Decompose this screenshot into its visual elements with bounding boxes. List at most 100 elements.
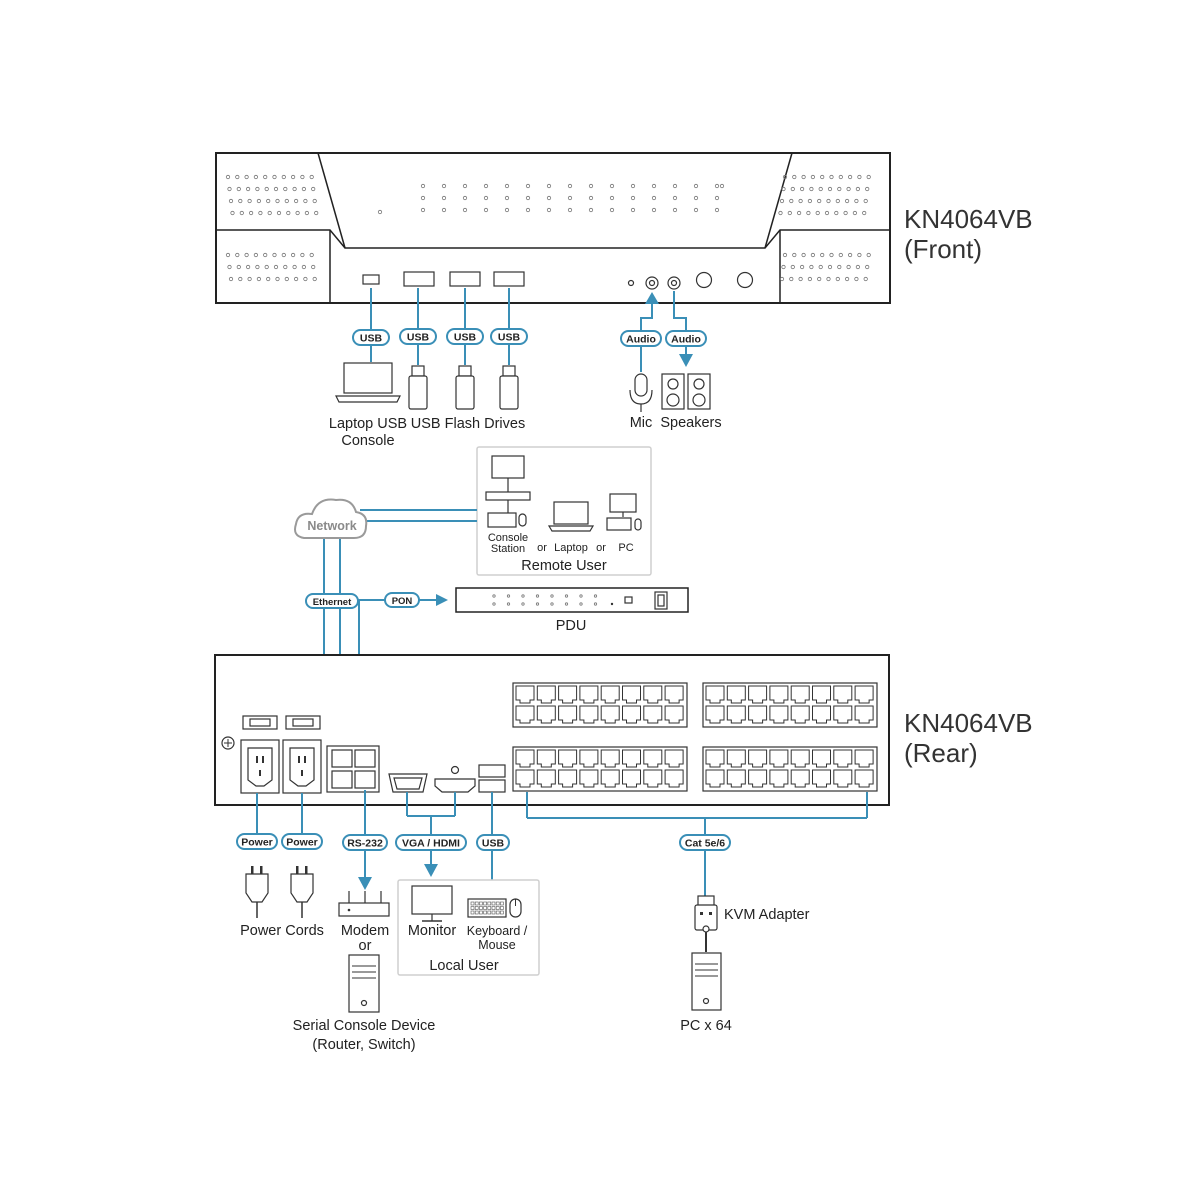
rs232-tag: RS-232 [342, 834, 388, 851]
usb-flash-drive-icon [408, 365, 428, 410]
hdmi-port-icon [434, 778, 476, 793]
local-user-label: Local User [429, 958, 498, 974]
remote-user-label: Remote User [521, 558, 607, 574]
front-model-label: KN4064VB [904, 204, 1033, 234]
console-station-label: Console [488, 532, 528, 544]
keyboard-mouse-label: Keyboard / [467, 924, 528, 938]
button-icon [736, 271, 754, 289]
modem-icon [338, 891, 390, 917]
pdu-device [455, 587, 689, 613]
rj45-port-banks [512, 682, 878, 792]
svg-text:PON: PON [392, 596, 413, 607]
keyboard-mouse-label-2: Mouse [478, 938, 516, 952]
front-panel [215, 152, 891, 304]
led-icon [627, 279, 635, 287]
svg-text:USB: USB [407, 332, 430, 344]
power-cord-plug-icon [245, 866, 269, 918]
monitor-label: Monitor [408, 923, 457, 939]
pc-tower-icon [691, 952, 722, 1011]
keyboard-icon [487, 512, 517, 528]
rear-panel [214, 654, 890, 806]
modem-or-label: or [359, 938, 372, 954]
svg-text:Ethernet: Ethernet [313, 597, 352, 608]
mic-label: Mic [630, 415, 653, 431]
hdmi-logo-icon [450, 765, 460, 775]
mouse-icon [634, 518, 642, 531]
usb-tag: USB [399, 328, 437, 345]
svg-text:Power: Power [286, 837, 318, 849]
keyboard-icon [606, 517, 632, 531]
console-station-label-2: Station [491, 543, 525, 555]
power-cords-label: Power Cords [240, 923, 324, 939]
svg-text:VGA / HDMI: VGA / HDMI [402, 838, 460, 850]
audio-tag: Audio [620, 330, 662, 347]
rear-model-label: KN4064VB [904, 708, 1033, 738]
usb-flash-drive-icon [455, 365, 475, 410]
monitor-icon [411, 885, 453, 915]
or-label: or [537, 542, 547, 554]
usb-tag: USB [352, 329, 390, 346]
kvm-adapter-icon [694, 895, 718, 952]
mouse-icon [518, 513, 527, 527]
usb-port-icon [478, 764, 506, 778]
serial-console-device-label-2: (Router, Switch) [312, 1037, 415, 1053]
svg-text:USB: USB [482, 838, 505, 850]
usb-flash-drive-icon [499, 365, 519, 410]
usb-tag: USB [490, 328, 528, 345]
usb-port-icon [403, 271, 435, 287]
power-tag: Power [281, 833, 323, 850]
front-view-label: (Front) [904, 234, 982, 264]
laptop-console-label-2: Console [341, 433, 394, 449]
svg-text:RS-232: RS-232 [347, 838, 383, 850]
speakers-icon [661, 373, 711, 410]
serial-console-device-label: Serial Console Device [293, 1018, 436, 1034]
ethernet-tag: Ethernet [305, 593, 359, 609]
front-connection-lines [370, 288, 693, 372]
usb-flash-drives-label: USB Flash Drives [411, 416, 525, 432]
button-icon [695, 271, 713, 289]
power-cord-plug-icon [290, 866, 314, 918]
kvm-adapter-label: KVM Adapter [724, 907, 810, 923]
or-label: or [596, 542, 606, 554]
cat-tag: Cat 5e/6 [679, 834, 731, 851]
pdu-label: PDU [556, 618, 587, 634]
network-cloud-icon [294, 498, 368, 539]
speakers-label: Speakers [660, 415, 721, 431]
laptop-icon [335, 362, 401, 403]
rear-connection-lines [256, 790, 868, 898]
laptop-icon [553, 501, 589, 525]
usb-tag: USB [446, 328, 484, 345]
usb-tag: USB [476, 834, 510, 851]
serial-console-device-icon [348, 954, 380, 1013]
svg-text:Power: Power [241, 837, 273, 849]
svg-text:Cat 5e/6: Cat 5e/6 [685, 838, 725, 850]
pon-tag: PON [384, 592, 420, 608]
power-tag: Power [236, 833, 278, 850]
usb-port-icon [449, 271, 481, 287]
kvm-device-icon [485, 491, 531, 501]
usb-port-icon [493, 271, 525, 287]
modem-label: Modem [341, 923, 389, 939]
monitor-icon [491, 455, 525, 479]
pc-x-64-label: PC x 64 [680, 1018, 732, 1034]
network-label: Network [307, 519, 356, 533]
mini-usb-port-icon [362, 274, 380, 285]
svg-text:Audio: Audio [626, 334, 656, 346]
svg-text:Audio: Audio [671, 334, 701, 346]
svg-text:USB: USB [454, 332, 477, 344]
laptop-console-label: Laptop USB [329, 416, 407, 432]
rear-view-label: (Rear) [904, 738, 978, 768]
audio-tag: Audio [665, 330, 707, 347]
local-user-group [397, 879, 540, 976]
front-vent-holes [225, 174, 871, 282]
vga-hdmi-tag: VGA / HDMI [395, 834, 467, 851]
remote-user-group [476, 446, 652, 576]
pc-monitor-icon [609, 493, 637, 513]
laptop-label: Laptop [554, 542, 588, 554]
usb-port-icon [478, 779, 506, 793]
pc-label: PC [618, 542, 633, 554]
svg-text:USB: USB [360, 333, 383, 345]
microphone-icon [629, 373, 653, 412]
